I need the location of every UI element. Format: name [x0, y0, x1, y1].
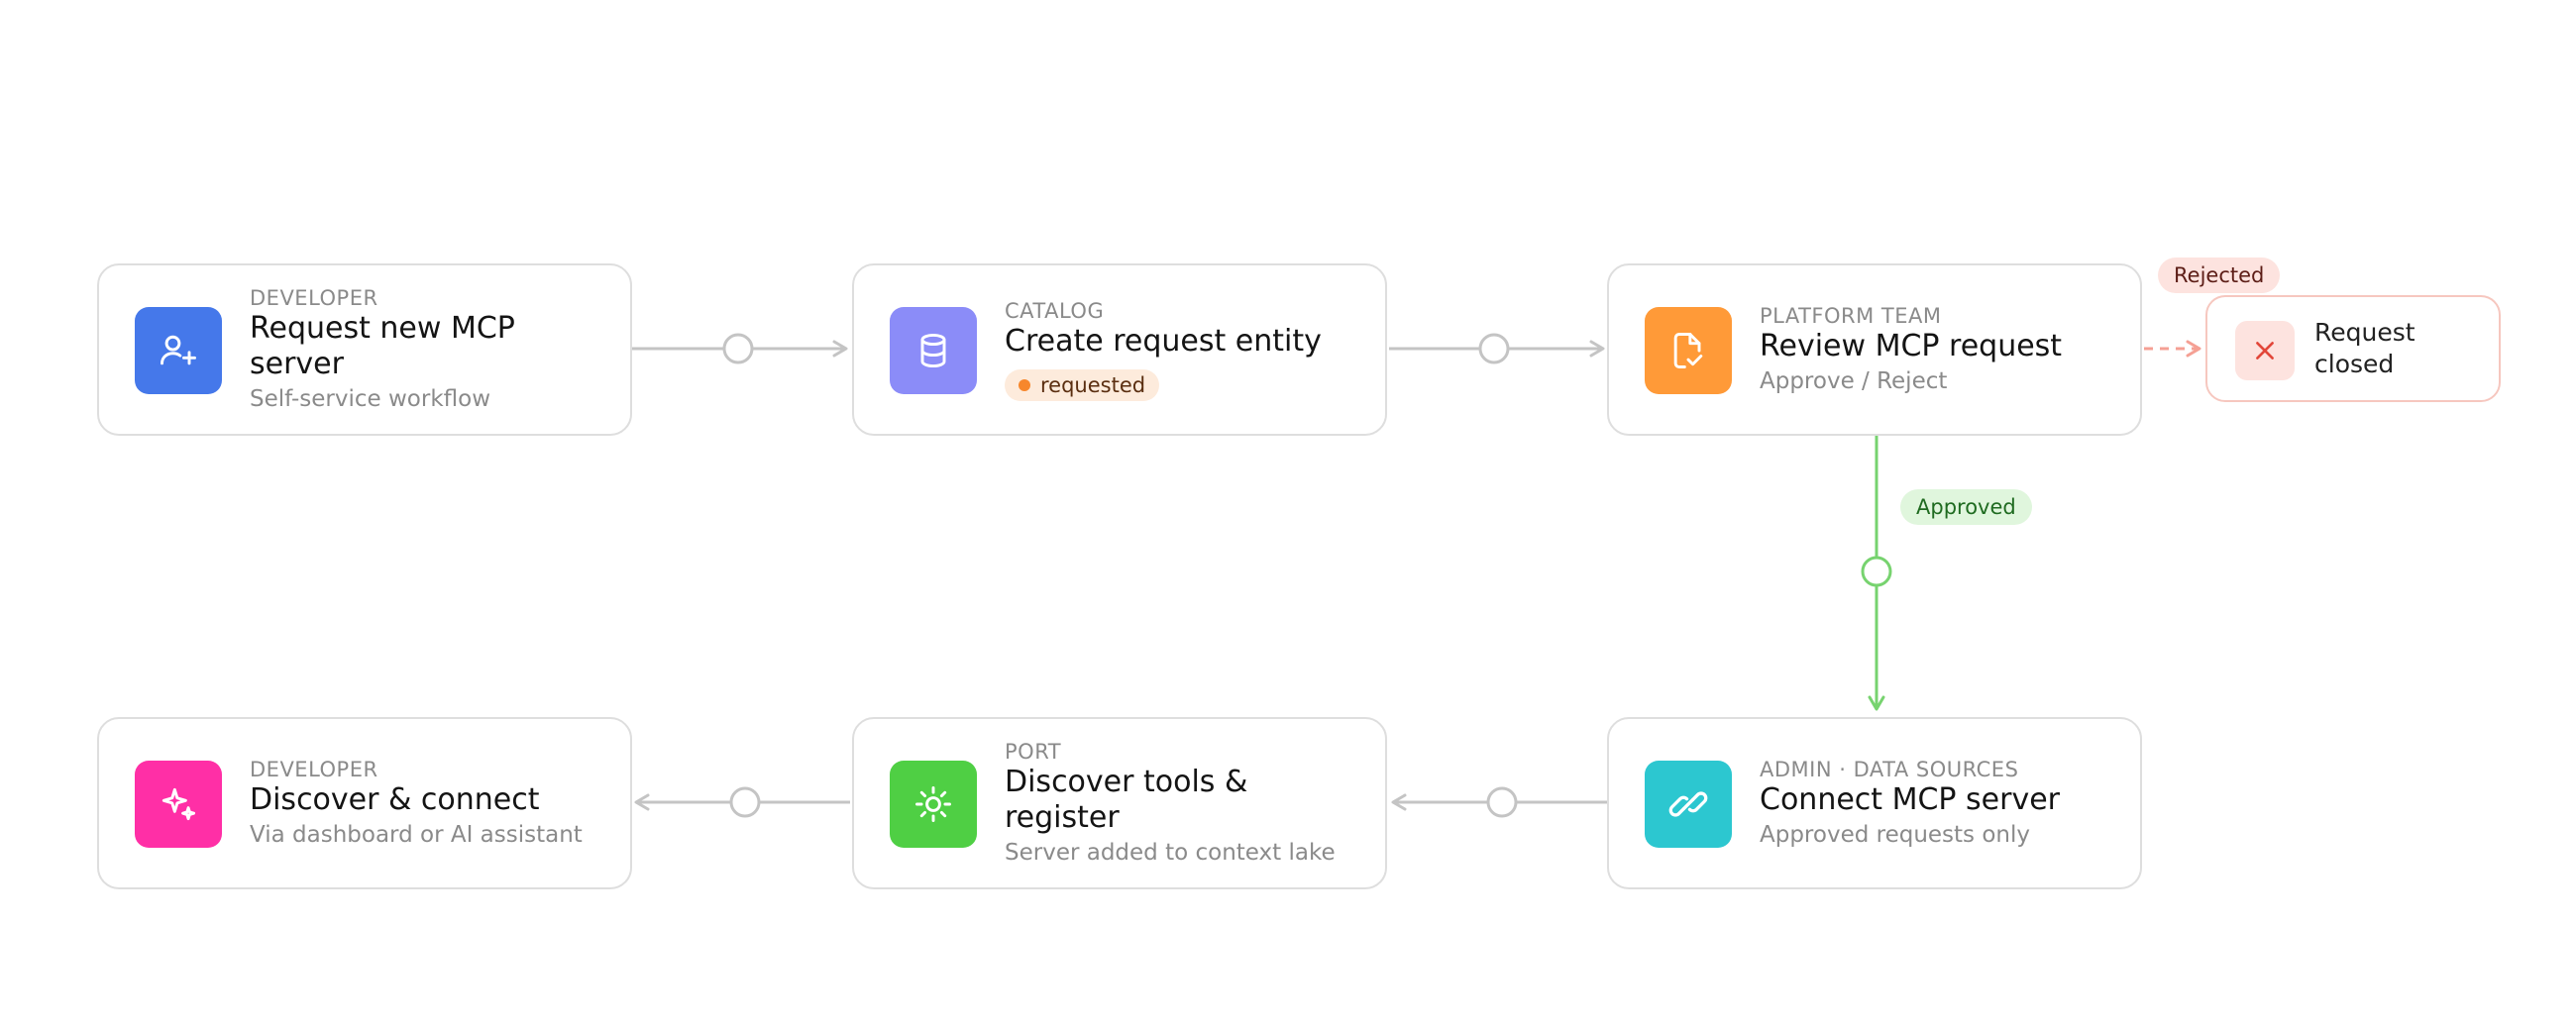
node-role: PORT [1005, 740, 1062, 764]
node-subtitle: Server added to context lake [1005, 840, 1336, 866]
node-title: Request closed [2314, 318, 2415, 378]
node-title: Discover & connect [250, 782, 540, 817]
close-icon [2235, 321, 2295, 380]
node-review-mcp-request[interactable]: PLATFORM TEAM Review MCP request Approve… [1607, 263, 2142, 436]
node-role: CATALOG [1005, 299, 1105, 323]
node-title: Connect MCP server [1760, 782, 2061, 817]
node-subtitle: Self-service workflow [250, 386, 491, 412]
status-badge: requested [1005, 369, 1160, 401]
node-role: ADMIN · DATA SOURCES [1760, 758, 2019, 781]
status-badge-label: requested [1040, 373, 1146, 397]
approved-label: Approved [1900, 489, 2032, 525]
node-title: Review MCP request [1760, 329, 2063, 363]
node-request-closed[interactable]: Request closed [2205, 295, 2501, 402]
node-title: Create request entity [1005, 324, 1322, 359]
user-plus-icon [135, 307, 222, 394]
database-icon [890, 307, 977, 394]
node-subtitle: Via dashboard or AI assistant [250, 822, 583, 848]
node-role: PLATFORM TEAM [1760, 304, 1942, 328]
sun-icon [890, 761, 977, 848]
sparkle-icon [135, 761, 222, 848]
edge-create-to-review [1389, 333, 1605, 364]
node-discover-tools-register[interactable]: PORT Discover tools & register Server ad… [852, 717, 1387, 889]
node-title: Request new MCP server [250, 311, 515, 381]
link-icon [1645, 761, 1732, 848]
status-dot [1019, 379, 1030, 391]
node-request-mcp-server[interactable]: DEVELOPER Request new MCP server Self-se… [97, 263, 632, 436]
edge-connect-to-register [1391, 786, 1607, 818]
node-role: DEVELOPER [250, 286, 378, 310]
node-role: DEVELOPER [250, 758, 378, 781]
edge-register-to-discover [634, 786, 850, 818]
node-discover-connect[interactable]: DEVELOPER Discover & connect Via dashboa… [97, 717, 632, 889]
document-check-icon [1645, 307, 1732, 394]
node-create-request-entity[interactable]: CATALOG Create request entity requested [852, 263, 1387, 436]
node-subtitle: Approved requests only [1760, 822, 2031, 848]
node-subtitle: Approve / Reject [1760, 368, 1948, 394]
node-title: Discover tools & register [1005, 765, 1248, 835]
edge-request-to-create [632, 333, 848, 364]
edge-review-to-connect [1861, 436, 1892, 711]
node-connect-mcp-server[interactable]: ADMIN · DATA SOURCES Connect MCP server … [1607, 717, 2142, 889]
rejected-label: Rejected [2158, 258, 2281, 293]
